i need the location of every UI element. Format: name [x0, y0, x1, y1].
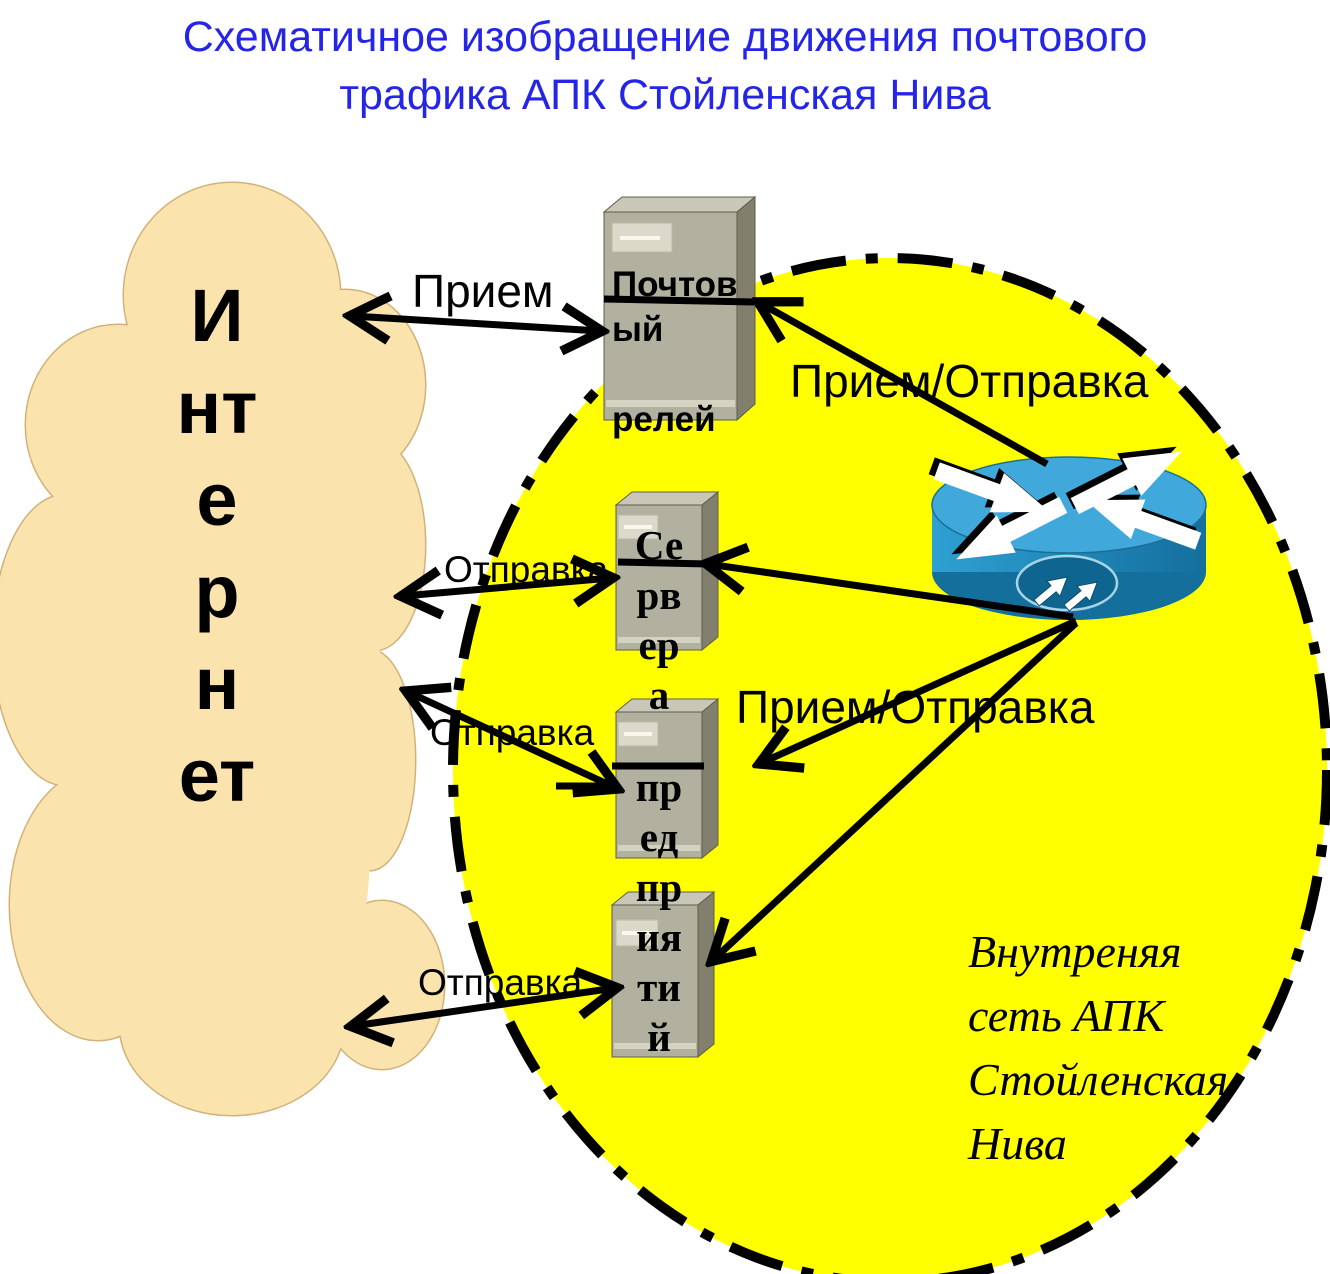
arrow-router-to-servers: [708, 564, 1074, 621]
arrow-otpravka-bottom: [353, 988, 615, 1026]
arrow-priem: [352, 316, 600, 331]
edge-label-priem: Прием: [412, 265, 554, 317]
router-badge-arrows-icon: [1033, 576, 1099, 612]
edge-label-otpravka-mid: Отправка: [430, 712, 595, 753]
enterprises-label: пр ед пр ия ти й: [635, 764, 683, 1060]
cisco-router-icon: [928, 446, 1207, 620]
edge-label-priem-otpravka-mid: Прием/Отправка: [736, 681, 1095, 733]
internet-label: Интернет: [176, 274, 258, 817]
mail-relay-label: Почтов ый релей: [612, 265, 738, 439]
router-arrows-icon: [933, 451, 1202, 560]
edge-label-otpravka-top: Отправка: [444, 549, 609, 590]
edge-label-priem-otpravka-top: Прием/Отправка: [790, 355, 1149, 407]
arrow-through-servers: [617, 558, 709, 568]
edge-label-otpravka-bottom: Отправка: [418, 962, 583, 1003]
diagram-title: Схематичное изобращение движения почтово…: [182, 13, 1148, 119]
internal-network-label: Внутреняя сеть АПК Стойленская Нива: [968, 926, 1229, 1169]
connection-arrows: [352, 295, 1079, 1026]
arrow-router-to-relay: [760, 303, 1049, 468]
mail-relay-server-icon: [602, 195, 757, 422]
arrow-router-to-enterprises-2: [713, 620, 1079, 960]
servers-box-icon: [614, 490, 720, 652]
arrow-otpravka-top: [403, 578, 611, 596]
servers-label: Се рв ер а: [634, 522, 684, 718]
arrow-through-relay: [603, 295, 755, 306]
enterprise-server-box-icon: [614, 697, 720, 860]
arrow-router-to-enterprises: [761, 617, 1078, 763]
arrow-otpravka-mid: [408, 692, 616, 788]
